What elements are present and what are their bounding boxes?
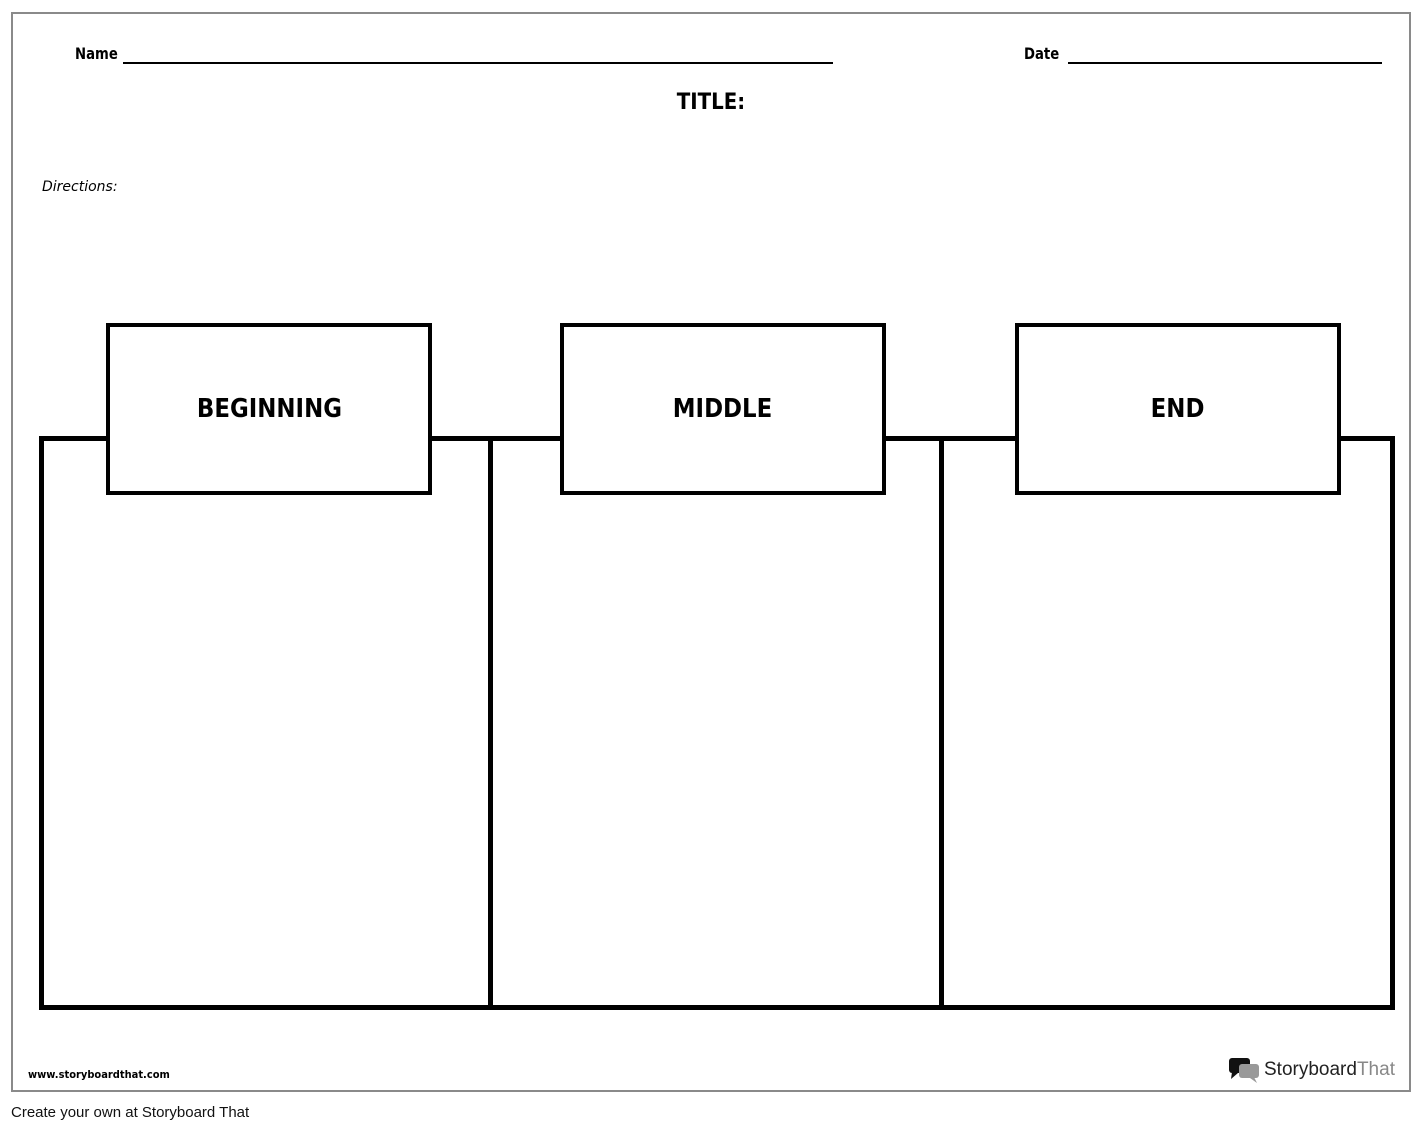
column-divider-1 bbox=[488, 436, 493, 1010]
worksheet: Name Date TITLE: Directions: BEGINNING M… bbox=[11, 12, 1411, 1092]
section-label-end: END bbox=[1151, 394, 1205, 424]
logo-text-main: Storyboard bbox=[1264, 1059, 1357, 1080]
date-label: Date bbox=[1024, 44, 1060, 63]
logo-text-accent: That bbox=[1356, 1059, 1395, 1080]
logo-text: StoryboardThat bbox=[1264, 1059, 1395, 1081]
name-field-line[interactable] bbox=[123, 62, 833, 64]
footer-url: www.storyboardthat.com bbox=[28, 1068, 170, 1081]
speech-bubbles-icon bbox=[1229, 1058, 1259, 1083]
name-label: Name bbox=[75, 44, 118, 63]
section-label-beginning: BEGINNING bbox=[196, 394, 342, 424]
create-caption[interactable]: Create your own at Storyboard That bbox=[11, 1104, 250, 1121]
section-header-end: END bbox=[1015, 323, 1341, 495]
column-divider-2 bbox=[939, 436, 944, 1010]
section-header-beginning: BEGINNING bbox=[106, 323, 432, 495]
directions-label: Directions: bbox=[42, 179, 118, 195]
story-frame bbox=[39, 436, 1395, 1010]
page-title: TITLE: bbox=[676, 90, 746, 115]
date-field-line[interactable] bbox=[1068, 62, 1382, 64]
storyboardthat-logo: StoryboardThat bbox=[1228, 1056, 1395, 1084]
section-label-middle: MIDDLE bbox=[673, 394, 773, 424]
section-header-middle: MIDDLE bbox=[560, 323, 886, 495]
